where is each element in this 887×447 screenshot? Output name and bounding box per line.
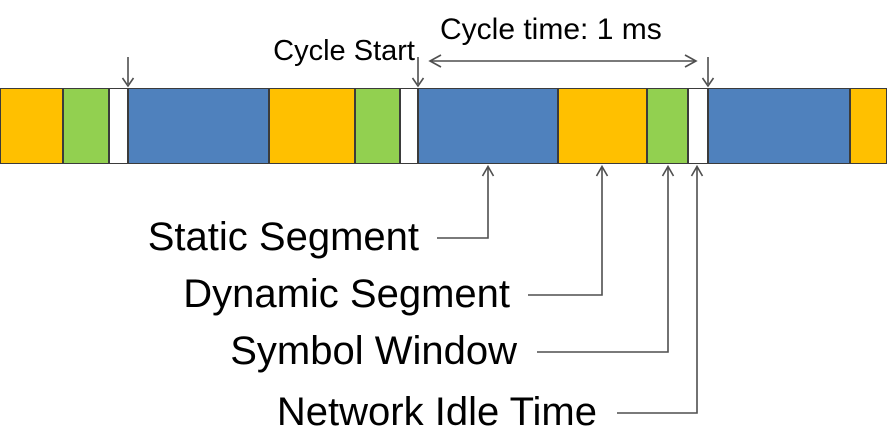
symbol-window-connector-arrow (537, 164, 675, 353)
segment-idle (400, 88, 418, 164)
cycle-start-label: Cycle Start (273, 35, 415, 67)
segment-idle (688, 88, 708, 164)
cycle-time-label: Cycle time: 1 ms (440, 13, 662, 46)
segment-symbol (63, 88, 109, 164)
network-idle-time-connector-arrow (617, 164, 704, 414)
label-symbol-window: Symbol Window (230, 329, 517, 373)
segment-idle (109, 88, 128, 164)
segment-symbol (355, 88, 400, 164)
segment-symbol (647, 88, 688, 164)
segment-dynamic (850, 88, 887, 164)
label-static-segment: Static Segment (147, 215, 419, 259)
cycle-start-arrow-3 (701, 57, 715, 88)
dynamic-segment-connector-arrow (528, 164, 609, 296)
segment-dynamic (269, 88, 355, 164)
timeline-bar (0, 88, 887, 164)
label-network-idle-time: Network Idle Time (276, 390, 597, 434)
segment-dynamic (0, 88, 63, 164)
segment-dynamic (558, 88, 647, 164)
segment-static (418, 88, 558, 164)
segment-static (128, 88, 269, 164)
label-dynamic-segment: Dynamic Segment (183, 272, 510, 316)
cycle-start-arrow-1 (121, 57, 135, 88)
cycle-time-span-arrow (428, 54, 698, 68)
static-segment-connector-arrow (437, 164, 495, 239)
segment-static (708, 88, 850, 164)
